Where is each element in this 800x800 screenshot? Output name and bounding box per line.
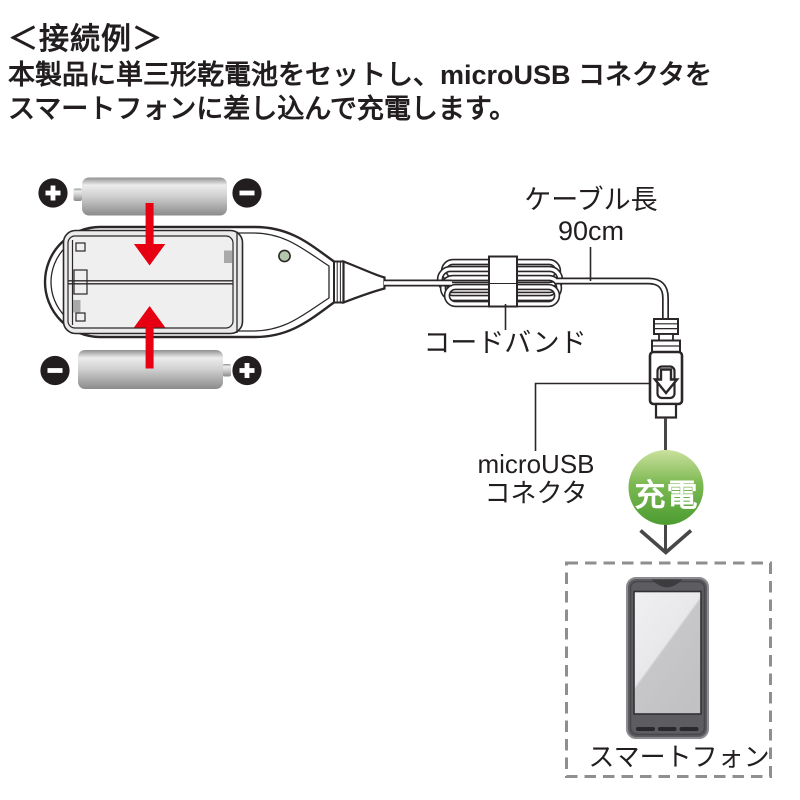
smartphone xyxy=(626,577,709,739)
cable xyxy=(384,255,669,320)
strain-relief-cone xyxy=(342,259,386,305)
battery-bottom xyxy=(78,350,231,389)
description-line-2: スマートフォンに差し込んで充電します。 xyxy=(8,94,517,124)
neck-band xyxy=(333,260,345,304)
battery-top xyxy=(73,177,227,216)
description-line-1: 本製品に単三形乾電池をセットし、microUSB コネクタを xyxy=(8,60,712,90)
smartphone-label: スマートフォン xyxy=(588,742,770,772)
cable-to-connector xyxy=(556,277,669,320)
insert-arrow-up xyxy=(133,306,166,369)
usb-symbol-icon xyxy=(652,368,680,395)
microusb-plug-tip xyxy=(654,402,678,419)
battery-plus-icon xyxy=(232,355,262,386)
phone-screen xyxy=(633,590,702,715)
microusb-connector-label: microUSB コネクタ xyxy=(436,450,636,508)
connector-ridge-upper xyxy=(653,318,679,335)
page-title: ＜接続例＞ xyxy=(8,23,163,56)
phone-button xyxy=(658,727,677,731)
charge-badge-label: 充電 xyxy=(634,478,699,513)
microusb-label-line1: microUSB xyxy=(477,449,595,479)
cable-length-label-line1: ケーブル長 xyxy=(524,185,658,215)
cable-length-label: ケーブル長 90cm xyxy=(491,185,691,247)
led-indicator xyxy=(278,249,291,263)
charge-arrowhead xyxy=(639,529,693,555)
contact-middle xyxy=(73,269,88,295)
battery-minus-icon xyxy=(232,178,262,208)
contact-bottom xyxy=(75,312,86,322)
phone-button xyxy=(679,727,699,731)
battery-bottom-body xyxy=(78,350,223,389)
smartphone-dashed-box xyxy=(565,561,772,778)
charger-device xyxy=(43,225,386,339)
leader-lines xyxy=(504,247,651,451)
phone-button xyxy=(636,727,655,731)
insert-arrow-down xyxy=(133,203,166,266)
slot-tab-top xyxy=(224,250,232,263)
leader-line-microusb xyxy=(534,382,651,451)
battery-bottom-nub xyxy=(222,364,231,377)
battery-minus-icon xyxy=(40,355,70,386)
battery-plus-icon xyxy=(38,178,68,208)
battery-top-body xyxy=(82,177,227,216)
battery-insert-arrows xyxy=(133,203,166,369)
cable-length-label-line2: 90cm xyxy=(557,216,625,246)
slot-tab-bottom xyxy=(73,300,81,313)
cord-band xyxy=(488,255,518,308)
battery-top-nub xyxy=(73,188,82,201)
charge-badge-circle xyxy=(628,450,704,525)
microusb-label-line2: コネクタ xyxy=(484,478,588,508)
microusb-connector xyxy=(648,318,684,419)
cord-band-label: コードバンド xyxy=(423,328,587,358)
battery-polarity-icons xyxy=(38,178,262,386)
contact-top xyxy=(75,242,86,252)
phone-speaker-notch xyxy=(651,579,683,588)
charge-flow xyxy=(628,418,704,555)
